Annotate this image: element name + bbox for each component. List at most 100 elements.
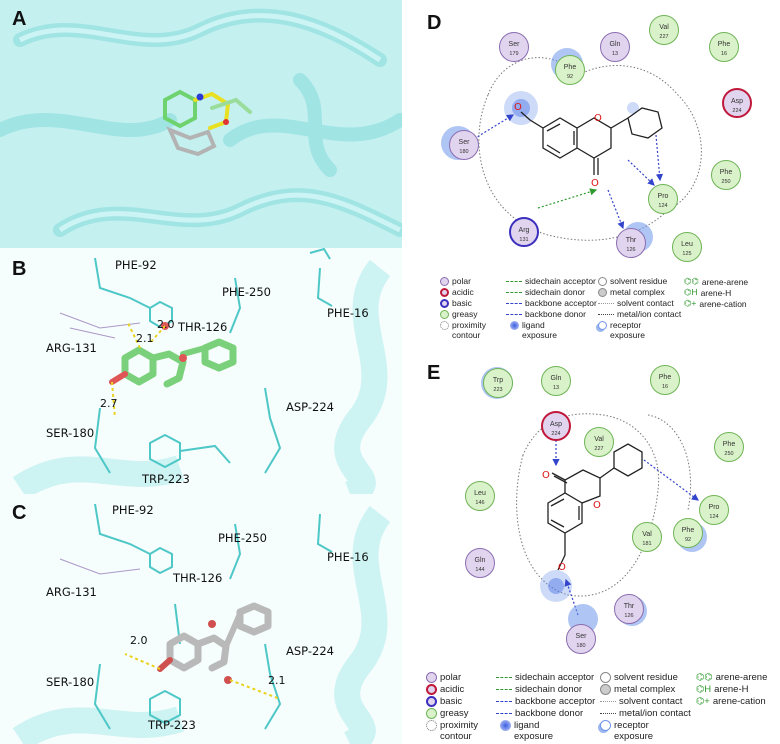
acidic-swatch [440, 287, 449, 297]
binding-pose-b [12, 248, 391, 494]
solvent-residue-icon [600, 672, 611, 683]
protein-cartoon-a [0, 0, 402, 248]
panel-b-letter: B [12, 258, 27, 280]
distance-b-1: 2.0 [157, 318, 175, 331]
sidechain-acceptor-arrow-icon [496, 677, 512, 678]
legend-d: polar acidic basic greasy proximity cont… [440, 276, 780, 346]
arene-arene-icon: ⌬⌬ [684, 276, 699, 286]
polar-swatch [440, 276, 449, 286]
backbone-donor-arrow-icon [496, 713, 512, 714]
metal-contact-line-icon [600, 713, 616, 714]
label-b-asp224: ASP-224 [286, 400, 334, 414]
sidechain-acceptor-arrow-icon [506, 280, 522, 282]
label-c-asp224: ASP-224 [286, 644, 334, 658]
arene-cation-icon: ⌬+ [684, 298, 697, 308]
svg-text:O: O [558, 562, 566, 573]
distance-c-2: 2.1 [268, 674, 286, 687]
panel-c-letter: C [12, 502, 27, 524]
panel-d-letter: D [427, 12, 442, 34]
label-c-arg131: ARG-131 [46, 585, 97, 599]
distance-c-1: 2.0 [130, 634, 148, 647]
basic-swatch [426, 696, 437, 707]
svg-text:O: O [594, 113, 602, 124]
greasy-swatch [440, 309, 449, 319]
greasy-swatch [426, 708, 437, 719]
label-b-phe250: PHE-250 [222, 285, 271, 299]
label-c-phe250: PHE-250 [218, 531, 267, 545]
panel-a-render [0, 0, 402, 248]
label-b-phe92: PHE-92 [115, 258, 157, 272]
basic-swatch [440, 298, 449, 308]
label-b-thr126: THR-126 [178, 320, 228, 334]
proximity-contour-swatch [440, 320, 449, 330]
label-b-trp223: TRP-223 [142, 472, 190, 486]
panel-e-letter: E [427, 362, 441, 384]
metal-complex-icon [598, 287, 607, 297]
backbone-donor-arrow-icon [506, 313, 522, 315]
solvent-contact-line-icon [600, 701, 616, 702]
receptor-exposure-icon [598, 320, 607, 330]
metal-complex-icon [600, 684, 611, 695]
backbone-acceptor-arrow-icon [496, 701, 512, 702]
svg-text:O: O [593, 500, 601, 511]
label-c-phe92: PHE-92 [112, 503, 154, 517]
receptor-exposure-icon [600, 720, 611, 731]
label-c-phe16: PHE-16 [327, 550, 369, 564]
acidic-swatch [426, 684, 437, 695]
arene-arene-icon: ⌬⌬ [696, 672, 713, 683]
label-c-thr126: THR-126 [173, 571, 223, 585]
ligand-exposure-icon [500, 720, 511, 731]
panel-b-render [0, 248, 402, 494]
sidechain-donor-arrow-icon [506, 291, 522, 293]
label-b-ser180: SER-180 [46, 426, 95, 440]
svg-text:O: O [514, 102, 522, 113]
solvent-residue-icon [598, 276, 607, 286]
binding-pose-c [12, 503, 391, 744]
svg-text:O: O [591, 178, 599, 189]
metal-contact-line-icon [598, 313, 614, 315]
label-b-phe16: PHE-16 [327, 306, 369, 320]
ligand-exposure-icon [510, 320, 519, 330]
backbone-acceptor-arrow-icon [506, 302, 522, 304]
panel-a-letter: A [12, 8, 27, 30]
interaction-diagram-e: O O O [516, 413, 699, 616]
polar-swatch [426, 672, 437, 683]
solvent-contact-line-icon [598, 302, 614, 304]
distance-b-3: 2.7 [100, 397, 118, 410]
label-b-arg131: ARG-131 [46, 341, 97, 355]
legend-e: polar acidic basic greasy proximity cont… [426, 672, 780, 742]
svg-text:O: O [542, 470, 550, 481]
arene-cation-icon: ⌬+ [696, 696, 710, 707]
proximity-contour-swatch [426, 720, 437, 731]
arene-h-icon: ⌬H [684, 287, 698, 297]
sidechain-donor-arrow-icon [496, 689, 512, 690]
panel-c-render [0, 494, 402, 744]
label-c-trp223: TRP-223 [148, 718, 196, 732]
arene-h-icon: ⌬H [696, 684, 712, 695]
label-c-ser180: SER-180 [46, 675, 95, 689]
